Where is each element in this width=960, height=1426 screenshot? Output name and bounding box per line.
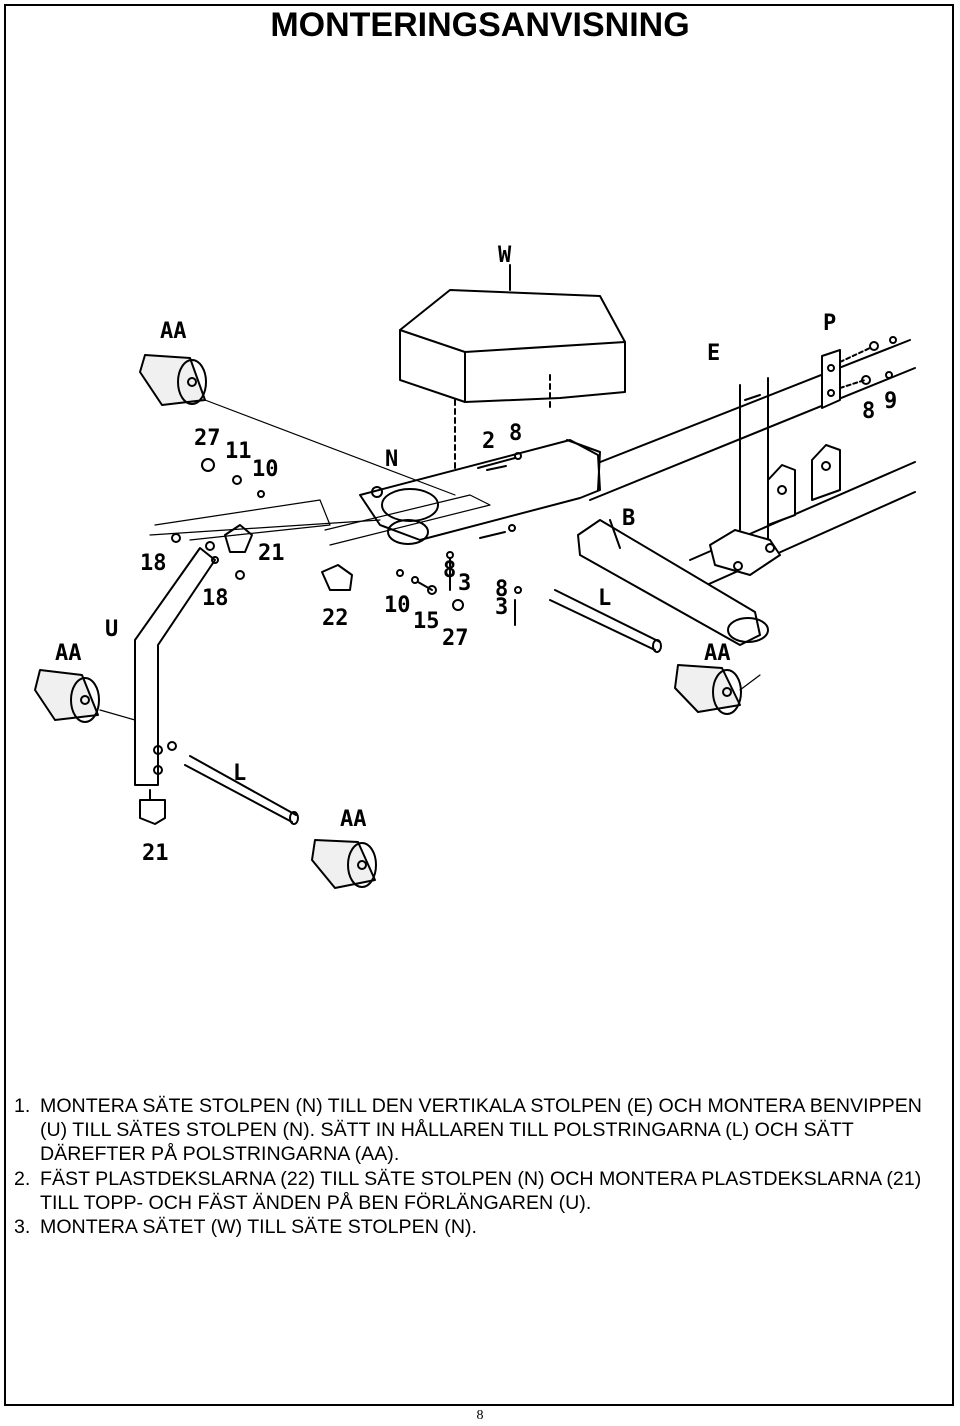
label-11: 11	[225, 439, 252, 464]
label-3-mid: 3	[458, 571, 471, 596]
label-AA-bottom: AA	[340, 807, 367, 832]
label-N: N	[385, 447, 398, 472]
vertical-post-E	[709, 377, 781, 576]
seat-part	[399, 264, 626, 501]
label-27-top: 27	[194, 426, 221, 451]
bracket-P	[821, 336, 897, 409]
label-3-lower: 3	[495, 595, 508, 620]
rod-L-bottom	[184, 755, 299, 825]
instructions: 1. MONTERA SÄTE STOLPEN (N) TILL DEN VER…	[14, 1094, 944, 1239]
leg-extension-U	[134, 541, 216, 786]
label-8-right: 8	[862, 399, 875, 424]
label-8-top: 8	[509, 421, 522, 446]
foam-pad-left	[34, 669, 100, 723]
rod-L-right	[549, 589, 662, 653]
label-AA-top-left: AA	[160, 319, 187, 344]
label-L-right: L	[598, 586, 611, 611]
page-number: 8	[476, 1408, 484, 1423]
label-18-lower: 18	[202, 586, 229, 611]
label-W: W	[498, 243, 512, 268]
label-8-mid: 8	[443, 558, 456, 583]
step-text: FÄST PLASTDEKSLARNA (22) TILL SÄTE STOLP…	[40, 1167, 922, 1214]
assembly-diagram: W AA E P 8 9 27 11 10 N 2 8 B 18 21 8 3 …	[34, 243, 916, 889]
label-U: U	[105, 617, 118, 642]
label-AA-right: AA	[704, 641, 731, 666]
step-text: MONTERA SÄTE STOLPEN (N) TILL DEN VERTIK…	[40, 1095, 922, 1166]
label-27-lower: 27	[442, 626, 469, 651]
instruction-step-1: 1. MONTERA SÄTE STOLPEN (N) TILL DEN VER…	[14, 1094, 944, 1167]
step-number: 2.	[14, 1167, 31, 1190]
label-L-bottom: L	[233, 761, 246, 786]
label-P: P	[823, 311, 836, 336]
label-9: 9	[884, 389, 897, 414]
foam-pad-top-left	[139, 354, 207, 406]
assembly-lines	[99, 399, 761, 721]
label-10-top: 10	[252, 457, 279, 482]
tube-brackets	[767, 444, 841, 526]
foam-pad-right	[674, 664, 742, 715]
label-22: 22	[322, 606, 349, 631]
label-21-bottom: 21	[142, 841, 169, 866]
label-8-lower: 8	[495, 577, 508, 602]
seat-post-N	[359, 439, 601, 545]
label-AA-left: AA	[55, 641, 82, 666]
foam-pad-bottom	[311, 839, 377, 889]
step-number: 3.	[14, 1216, 31, 1239]
page-title: MONTERINGSANVISNING	[270, 6, 690, 44]
label-B: B	[622, 506, 635, 531]
instruction-step-2: 2. FÄST PLASTDEKSLARNA (22) TILL SÄTE ST…	[14, 1167, 944, 1215]
end-cap-21-bottom	[139, 789, 166, 825]
label-2: 2	[482, 429, 495, 454]
step-text: MONTERA SÄTET (W) TILL SÄTE STOLPEN (N).	[40, 1216, 477, 1239]
front-tube-B	[577, 519, 769, 646]
label-21-top: 21	[258, 541, 285, 566]
hardware-parts	[171, 458, 522, 626]
label-10-lower: 10	[384, 593, 411, 618]
instruction-step-3: 3. MONTERA SÄTET (W) TILL SÄTE STOLPEN (…	[14, 1215, 944, 1239]
step-number: 1.	[14, 1095, 31, 1117]
label-18-top: 18	[140, 551, 167, 576]
label-E: E	[707, 341, 720, 366]
page-border	[4, 4, 954, 1406]
label-15: 15	[413, 609, 440, 634]
